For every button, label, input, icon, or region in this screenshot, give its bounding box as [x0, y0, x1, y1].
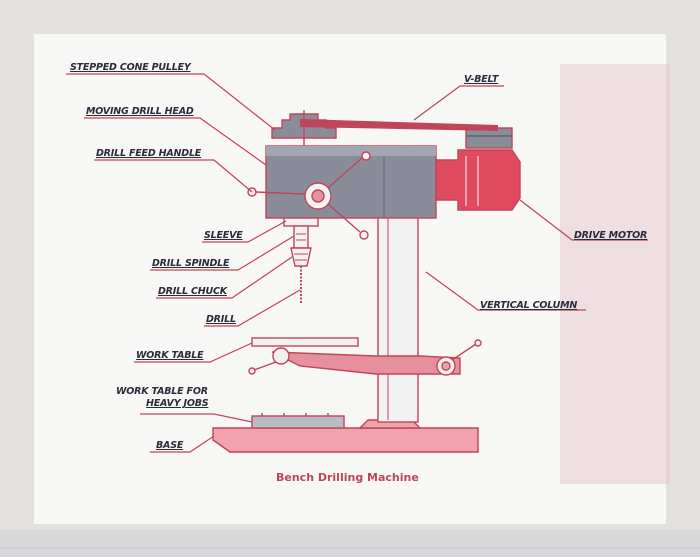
work-table-pivot [272, 347, 290, 365]
label-vertical-column: VERTICAL COLUMN [480, 300, 578, 311]
label-work-table: WORK TABLE [136, 350, 204, 361]
label-stepped-cone-pulley: STEPPED CONE PULLEY [70, 62, 191, 73]
motor-pulley [465, 127, 513, 149]
vertical-column-shape [377, 209, 419, 423]
diagram-caption: Bench Drilling Machine [276, 471, 419, 484]
sleeve-shape [283, 217, 319, 227]
heavy-work-table-block [251, 415, 345, 429]
spindle-shape [293, 225, 309, 249]
label-sleeve: SLEEVE [204, 230, 243, 241]
drilling-machine-drawing [212, 110, 521, 453]
leader-lines [66, 73, 648, 453]
label-drill-spindle: DRILL SPINDLE [152, 258, 230, 269]
label-work-table-heavy-line1: WORK TABLE FOR [116, 386, 208, 397]
chuck-shape [290, 247, 312, 267]
work-table-arm [271, 351, 461, 375]
work-table-top [251, 337, 359, 347]
label-drill: DRILL [206, 314, 236, 325]
label-v-belt: V-BELT [464, 74, 499, 85]
label-drill-feed-handle: DRILL FEED HANDLE [96, 148, 202, 159]
label-moving-drill-head: MOVING DRILL HEAD [86, 106, 194, 117]
drill-head-body [265, 145, 437, 219]
label-base: BASE [156, 440, 184, 451]
v-belt-shape [300, 119, 498, 131]
label-work-table-heavy-line2: HEAVY JOBS [146, 398, 209, 409]
label-drill-chuck: DRILL CHUCK [158, 286, 227, 297]
base-shape [212, 427, 479, 453]
label-drive-motor: DRIVE MOTOR [574, 230, 648, 241]
